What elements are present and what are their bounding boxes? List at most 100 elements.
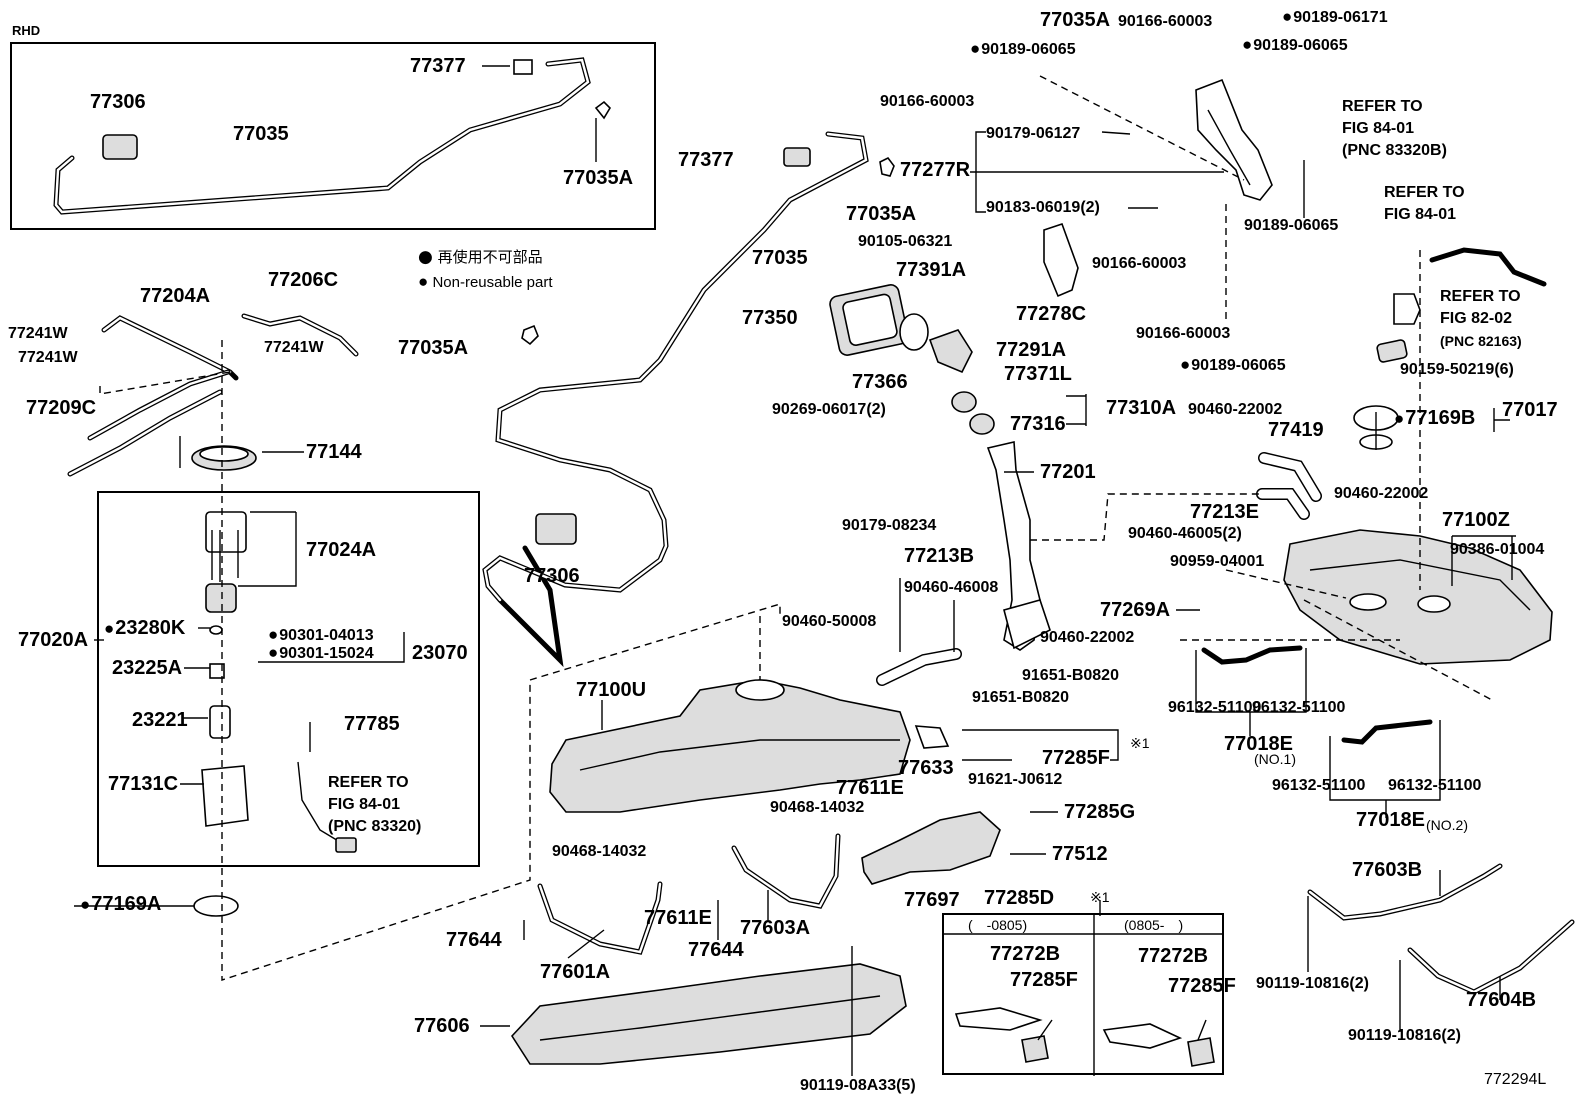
part-label[interactable]: 91651-B0820 [1022, 667, 1119, 684]
part-label[interactable]: 77285F [1042, 747, 1110, 769]
part-label[interactable]: 96132-51100 [1168, 699, 1262, 716]
part-label[interactable]: 77035A [563, 167, 634, 189]
part-label[interactable]: 77035 [233, 123, 289, 145]
part-label[interactable]: 90460-46005(2) [1128, 525, 1242, 542]
part-label[interactable]: 77285F [1168, 975, 1236, 997]
part-label[interactable]: 77291A [996, 339, 1067, 361]
part-label[interactable]: 77017 [1502, 399, 1558, 421]
part-label[interactable]: 77785 [344, 713, 400, 735]
part-label[interactable]: 77512 [1052, 843, 1108, 865]
part-label-nonreusable[interactable]: 77169B [1394, 408, 1475, 428]
part-label[interactable]: 77377 [678, 149, 734, 171]
part-label[interactable]: 90460-22002 [1040, 629, 1135, 646]
part-label[interactable]: 77310A [1106, 397, 1177, 419]
part-label[interactable]: 77020A [18, 629, 89, 651]
part-label[interactable]: 90460-50008 [782, 613, 877, 630]
part-label[interactable]: 77277R [900, 159, 971, 181]
part-label[interactable]: 77018E [1224, 733, 1293, 755]
part-label[interactable]: 77644 [688, 939, 744, 961]
part-label[interactable]: 90460-22002 [1188, 401, 1283, 418]
part-label[interactable]: 77272B [990, 943, 1061, 965]
part-label[interactable]: 77603A [740, 917, 811, 939]
part-label[interactable]: 77285D [984, 887, 1055, 909]
part-label[interactable]: 90166-60003 [1118, 13, 1213, 30]
part-label[interactable]: 77371L [1004, 363, 1072, 385]
part-label[interactable]: 90460-22002 [1334, 485, 1429, 502]
part-label[interactable]: 77306 [524, 565, 580, 587]
part-label-nonreusable[interactable]: 90301-04013 [268, 626, 373, 644]
part-label[interactable]: 77206C [268, 269, 339, 291]
part-label[interactable]: 77604B [1466, 989, 1537, 1011]
part-label[interactable]: 90179-08234 [842, 517, 937, 534]
part-label[interactable]: 90119-10816(2) [1256, 975, 1369, 992]
part-label[interactable]: 77035A [846, 203, 917, 225]
part-label[interactable]: 96132-51100 [1252, 699, 1346, 716]
part-label[interactable]: 77213B [904, 545, 975, 567]
part-label[interactable]: 77316 [1010, 413, 1066, 435]
part-label[interactable]: 77269A [1100, 599, 1171, 621]
part-label[interactable]: 90386-01004 [1450, 541, 1545, 558]
part-label[interactable]: 90159-50219(6) [1400, 361, 1514, 378]
part-label[interactable]: 23070 [412, 642, 468, 664]
part-label[interactable]: 77035A [1040, 9, 1111, 31]
part-label[interactable]: 90166-60003 [880, 93, 975, 110]
part-label[interactable]: 91651-B0820 [972, 689, 1069, 706]
part-label[interactable]: 90179-06127 [986, 125, 1081, 142]
part-label-nonreusable[interactable]: 90301-15024 [268, 644, 373, 662]
part-label[interactable]: 77241W [264, 339, 324, 356]
part-label[interactable]: 77100Z [1442, 509, 1510, 531]
part-label[interactable]: 23221 [132, 709, 188, 731]
part-label[interactable]: 77697 [904, 889, 960, 911]
part-label[interactable]: 77204A [140, 285, 211, 307]
part-label[interactable]: 77285G [1064, 801, 1136, 823]
part-label[interactable]: 90468-14032 [552, 843, 647, 860]
part-label[interactable]: 90119-10816(2) [1348, 1027, 1461, 1044]
part-label[interactable]: 77391A [896, 259, 967, 281]
part-label[interactable]: 77306 [90, 91, 146, 113]
part-label[interactable]: 90269-06017(2) [772, 401, 886, 418]
part-label[interactable]: 96132-51100 [1272, 777, 1366, 794]
part-label[interactable]: 90105-06321 [858, 233, 953, 250]
part-label[interactable]: 90959-04001 [1170, 553, 1265, 570]
part-label[interactable]: 77272B [1138, 945, 1209, 967]
part-label[interactable]: 77633 [898, 757, 954, 779]
part-label-nonreusable[interactable]: 90189-06065 [1180, 356, 1285, 374]
part-label[interactable]: 90460-46008 [904, 579, 999, 596]
part-label[interactable]: 77419 [1268, 419, 1324, 441]
part-label[interactable]: 77377 [410, 55, 466, 77]
part-label-nonreusable[interactable]: 77169A [80, 894, 161, 914]
part-label[interactable]: 90119-08A33(5) [800, 1077, 916, 1094]
part-label[interactable]: 77035A [398, 337, 469, 359]
part-label[interactable]: 90166-60003 [1136, 325, 1231, 342]
part-label[interactable]: 23225A [112, 657, 183, 679]
part-label[interactable]: 77278C [1016, 303, 1087, 325]
part-label[interactable]: 90468-14032 [770, 799, 865, 816]
part-label[interactable]: 77366 [852, 371, 908, 393]
part-label[interactable]: 90183-06019(2) [986, 199, 1100, 216]
part-label[interactable]: 77213E [1190, 501, 1259, 523]
part-label[interactable]: 77611E [836, 777, 904, 799]
part-label-nonreusable[interactable]: 90189-06171 [1282, 8, 1387, 26]
part-label[interactable]: 91621-J0612 [968, 771, 1063, 788]
part-label[interactable]: 77035 [752, 247, 808, 269]
part-label[interactable]: 77285F [1010, 969, 1078, 991]
part-label[interactable]: 77024A [306, 539, 377, 561]
part-label-nonreusable[interactable]: 23280K [104, 618, 185, 638]
part-label[interactable]: 77241W [8, 325, 68, 342]
part-label-nonreusable[interactable]: 90189-06065 [970, 40, 1075, 58]
part-label[interactable]: 77201 [1040, 461, 1096, 483]
part-label[interactable]: 77611E [644, 907, 712, 929]
part-label[interactable]: 90166-60003 [1092, 255, 1187, 272]
part-label[interactable]: 77144 [306, 441, 362, 463]
part-label[interactable]: 96132-51100 [1388, 777, 1482, 794]
part-label[interactable]: 77131C [108, 773, 179, 795]
part-label-nonreusable[interactable]: 90189-06065 [1242, 36, 1347, 54]
part-label[interactable]: 77603B [1352, 859, 1423, 881]
part-label[interactable]: 77209C [26, 397, 97, 419]
part-label[interactable]: 77018E [1356, 809, 1425, 831]
part-label[interactable]: 77241W [18, 349, 78, 366]
part-label[interactable]: 77601A [540, 961, 611, 983]
part-label[interactable]: 77350 [742, 307, 798, 329]
part-label[interactable]: 77606 [414, 1015, 470, 1037]
part-label[interactable]: 77644 [446, 929, 502, 951]
